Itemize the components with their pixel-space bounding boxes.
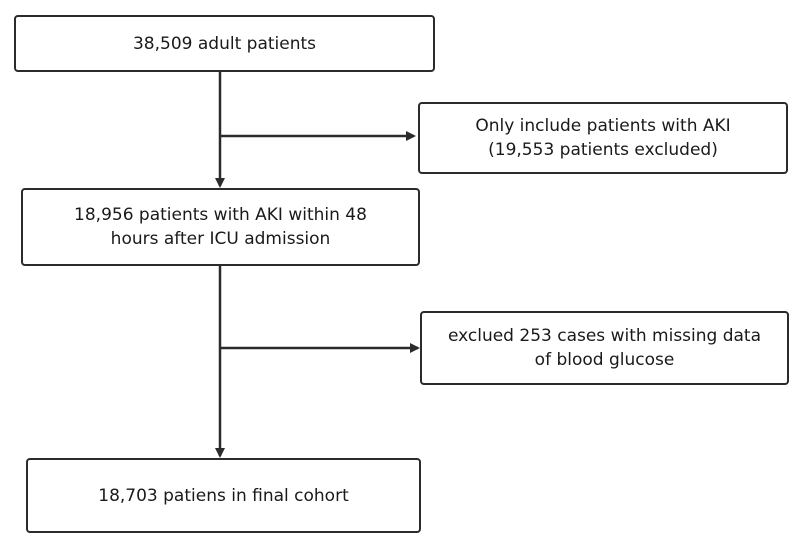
box-exclusion-2: exclued 253 cases with missing data of b… <box>420 311 789 385</box>
box-exclusion-2-line1: exclued 253 cases with missing data <box>447 326 762 346</box>
box-aki-patients: 18,956 patients with AKI within 48 hours… <box>21 188 420 266</box>
box-exclusion-1: Only include patients with AKI (19,553 p… <box>418 102 788 174</box>
box-start: 38,509 adult patients <box>14 15 435 72</box>
box-aki-line2: hours after ICU admission <box>110 229 331 249</box>
box-aki-line1: 18,956 patients with AKI within 48 <box>74 205 367 225</box>
box-final-text: 18,703 patiens in final cohort <box>98 485 349 506</box>
box-final-cohort: 18,703 patiens in final cohort <box>26 458 421 533</box>
box-exclusion-1-line1: Only include patients with AKI <box>475 116 731 136</box>
box-exclusion-2-line2: of blood glucose <box>534 350 675 370</box>
box-exclusion-1-line2: (19,553 patients excluded) <box>488 140 718 160</box>
box-start-text: 38,509 adult patients <box>132 33 316 54</box>
